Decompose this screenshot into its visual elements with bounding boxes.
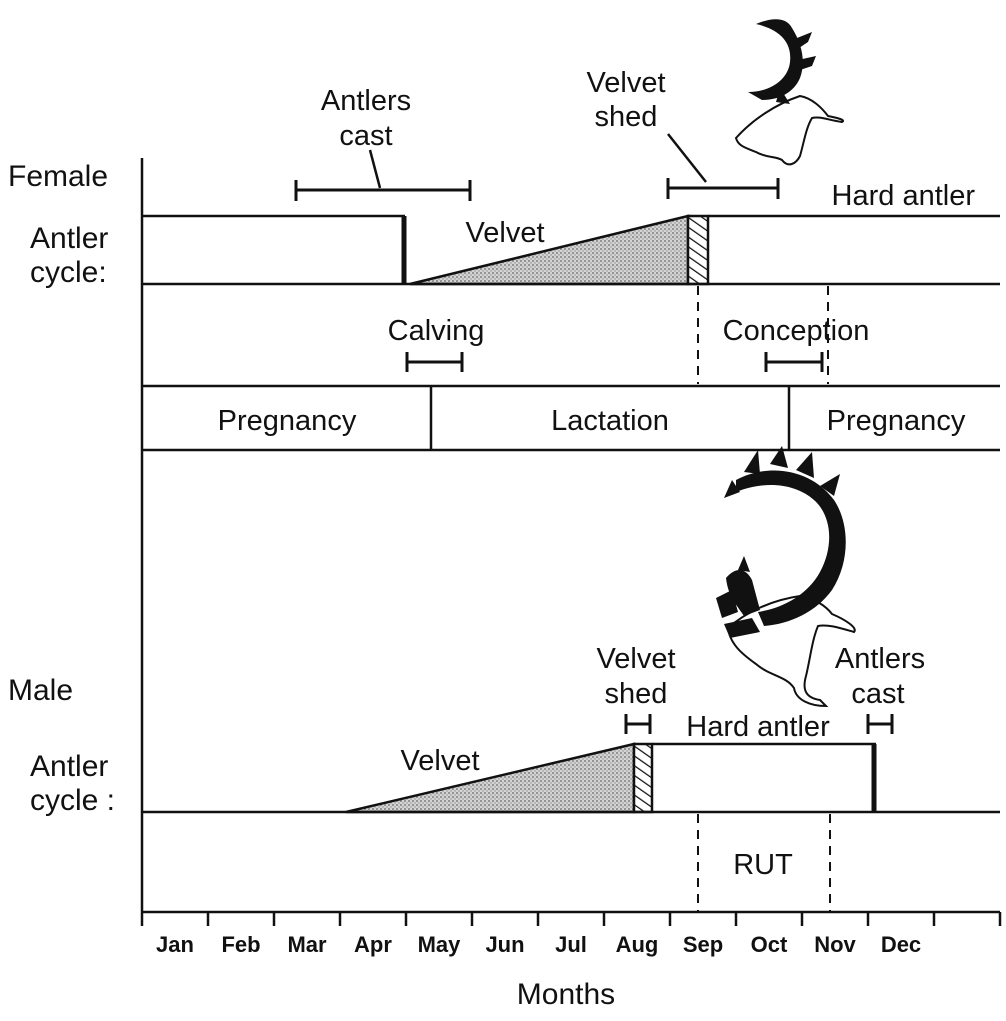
female-section: Female Antler cycle: Antlers cast Velvet… (8, 19, 1000, 452)
male-velvet-growth-wedge (345, 742, 636, 814)
month-label-aug: Aug (616, 932, 659, 957)
male-rut-label: RUT (733, 849, 793, 881)
female-antlers-cast-label-line1: Antlers (321, 85, 411, 117)
female-cycle-label-line2: cycle: (30, 256, 107, 289)
month-label-jan: Jan (156, 932, 194, 957)
female-hard-antler-label: Hard antler (832, 180, 976, 212)
month-axis: Jan Feb Mar Apr May Jun Jul Aug Sep Oct Nov Dec Mon… (140, 910, 1002, 1011)
male-section: Male Antler cycle : Velvet Velvet shed H… (8, 446, 1000, 912)
female-lactation-label: Lactation (551, 405, 669, 437)
month-label-sep: Sep (683, 932, 723, 957)
male-antlers-cast-range-bar (866, 714, 894, 734)
month-ticks (140, 912, 1002, 926)
male-velvet-shed-range-bar (624, 714, 652, 734)
month-labels: Jan Feb Mar Apr May Jun Jul Aug Sep Oct Nov Dec (156, 932, 921, 957)
female-antlers-cast-pointer (368, 149, 382, 189)
month-label-feb: Feb (221, 932, 260, 957)
month-axis-title: Months (517, 978, 615, 1011)
male-velvet-shed-label-line1: Velvet (597, 643, 676, 675)
male-hard-antler-label: Hard antler (686, 711, 830, 743)
female-conception-range-bar (764, 352, 824, 372)
month-label-oct: Oct (751, 932, 788, 957)
month-label-dec: Dec (881, 932, 921, 957)
female-velvet-shed-label-line2: shed (595, 101, 658, 133)
female-velvet-growth-wedge (409, 214, 690, 286)
female-cycle-label-line1: Antler (30, 222, 108, 255)
month-label-may: May (418, 932, 462, 957)
female-calving-range-bar (405, 352, 464, 372)
female-velvet-shed-label-line1: Velvet (587, 67, 666, 99)
male-velvet-shed-hatch (632, 742, 654, 814)
male-velvet-label: Velvet (401, 745, 480, 777)
male-cycle-label-line1: Antler (30, 750, 108, 783)
male-antlers-cast-label-line2: cast (851, 678, 904, 710)
month-label-jul: Jul (555, 932, 587, 957)
female-row-label: Female (8, 160, 108, 193)
reindeer-female-head-icon (734, 19, 844, 166)
female-conception-label: Conception (723, 315, 870, 347)
month-label-mar: Mar (287, 932, 327, 957)
female-pregnancy-right-label: Pregnancy (827, 405, 966, 437)
month-label-nov: Nov (814, 932, 856, 957)
female-pregnancy-left-label: Pregnancy (218, 405, 357, 437)
female-calving-label: Calving (388, 315, 485, 347)
female-velvet-label: Velvet (466, 217, 545, 249)
male-cycle-label-line2: cycle : (30, 784, 115, 817)
month-label-apr: Apr (354, 932, 392, 957)
reindeer-male-head-icon (716, 446, 856, 708)
female-antlers-cast-label-line2: cast (339, 120, 392, 152)
month-label-jun: Jun (485, 932, 524, 957)
female-velvet-shed-pointer (667, 133, 707, 183)
male-antlers-cast-label-line1: Antlers (835, 643, 925, 675)
female-velvet-shed-range-bar (666, 178, 780, 199)
male-velvet-shed-label-line2: shed (605, 678, 668, 710)
female-antlers-cast-range-bar (294, 180, 472, 201)
female-velvet-shed-hatch (686, 214, 710, 286)
male-row-label: Male (8, 674, 73, 707)
